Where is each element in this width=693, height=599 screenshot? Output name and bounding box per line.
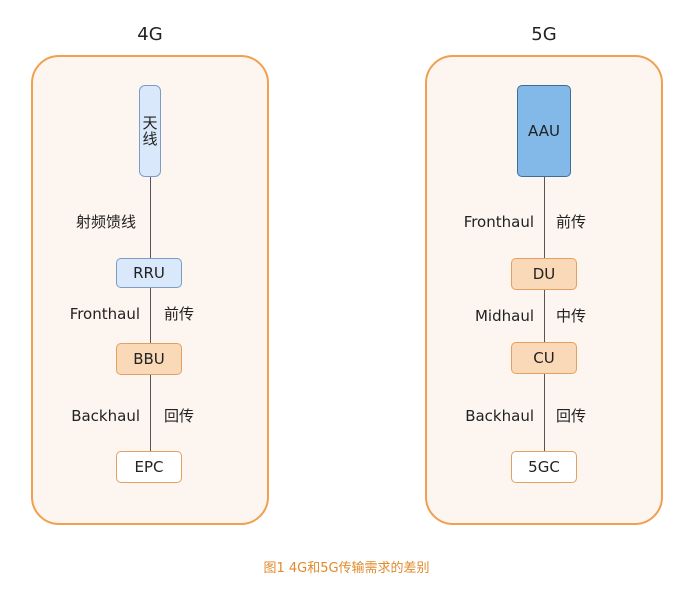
link-feeder-label: 射频馈线: [76, 213, 137, 231]
backhaul-cn-5g: 回传: [556, 407, 587, 425]
fronthaul-cn-4g: 前传: [164, 305, 195, 323]
bbu-node: BBU: [116, 343, 182, 375]
title-4g: 4G: [137, 24, 163, 45]
connector-line-4g: [150, 176, 151, 459]
aau-label: AAU: [528, 122, 560, 140]
5gc-label: 5GC: [528, 458, 560, 476]
fronthaul-en-5g: Fronthaul: [463, 213, 534, 231]
bbu-label: BBU: [133, 350, 165, 368]
midhaul-en-5g: Midhaul: [474, 307, 534, 325]
antenna-label: 天线: [140, 115, 159, 147]
antenna-node: 天线: [139, 85, 161, 177]
5gc-node: 5GC: [511, 451, 577, 483]
epc-label: EPC: [134, 458, 164, 476]
title-5g: 5G: [531, 24, 557, 45]
backhaul-cn-4g: 回传: [164, 407, 195, 425]
aau-node: AAU: [517, 85, 571, 177]
backhaul-en-4g: Backhaul: [71, 407, 140, 425]
cu-node: CU: [511, 342, 577, 374]
cu-label: CU: [533, 349, 555, 367]
rru-label: RRU: [133, 264, 165, 282]
figure-caption: 图1 4G和5G传输需求的差别: [263, 561, 430, 576]
backhaul-en-5g: Backhaul: [465, 407, 534, 425]
epc-node: EPC: [116, 451, 182, 483]
fronthaul-en-4g: Fronthaul: [69, 305, 140, 323]
du-node: DU: [511, 258, 577, 290]
fronthaul-cn-5g: 前传: [556, 213, 587, 231]
rru-node: RRU: [116, 258, 182, 288]
connector-line-5g: [544, 176, 545, 459]
midhaul-cn-5g: 中传: [556, 307, 587, 325]
du-label: DU: [532, 265, 556, 283]
